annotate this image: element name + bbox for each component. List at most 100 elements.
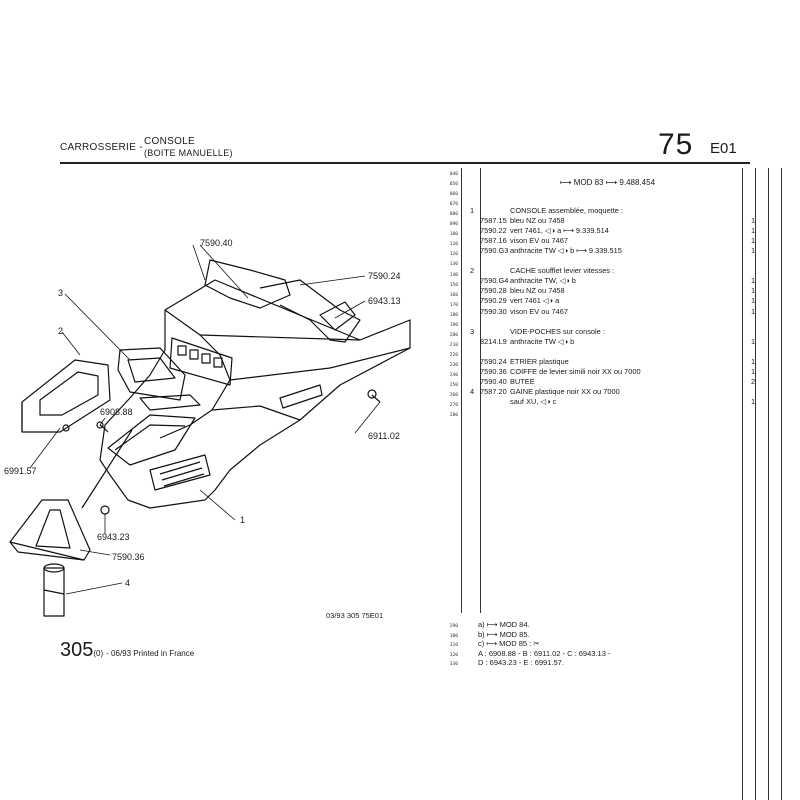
part-quantity: 1 [750, 226, 756, 236]
part-description: anthracite TW, ◁◑ b [510, 276, 576, 286]
part-description: COIFFE de levier simili noir XX ou 7000 [510, 366, 641, 376]
part-quantity: 2 [750, 376, 756, 386]
footer-line-number: 290 [449, 624, 458, 629]
item-number: 4 [470, 386, 475, 396]
part-description: vert 7461 ◁◑ a [510, 296, 560, 306]
part-description: anthracite TW ◁◑ b [510, 336, 575, 346]
part-quantity: 1 [750, 396, 756, 406]
part-quantity: 1 [750, 336, 756, 346]
line-number: 060 [449, 192, 458, 198]
part-quantity: 1 [750, 366, 756, 376]
callout-7590-24: 7590.24 [368, 271, 401, 281]
footer-page: 305(0)- 06/93 Printed in France [60, 639, 194, 662]
mod-note-number: 9.488.454 [619, 178, 656, 187]
part-reference: 7590.40 [480, 376, 507, 386]
header: CARROSSERIE - CONSOLE (BOITE MANUELLE) [60, 136, 740, 166]
line-number: 080 [449, 212, 458, 218]
part-description: CONSOLE assemblée, moquette : [510, 206, 623, 215]
item-number: 1 [470, 206, 475, 215]
part-quantity: 1 [750, 286, 756, 296]
part-reference: 7590.36 [480, 366, 507, 376]
part-description: vison EV ou 7467 [510, 306, 568, 316]
part-reference: 7590.22 [480, 226, 507, 236]
line-number: 050 [449, 182, 458, 188]
mod-arrow-icon: ⟼ [560, 178, 574, 187]
part-description: vert 7461, ◁◑ a ⟼ 9.339.514 [510, 226, 609, 236]
exploded-diagram [9, 244, 411, 617]
item-number: 3 [470, 326, 475, 336]
part-reference: 7590.30 [480, 306, 507, 316]
part-reference: 7590.28 [480, 286, 507, 296]
part-reference: 7587.16 [480, 236, 507, 246]
col-rule-e [768, 168, 769, 800]
section-label: CARROSSERIE - [60, 142, 143, 153]
mod-note: ⟼ MOD 83 ⟼ 9.488.454 [560, 178, 655, 187]
line-number: 230 [449, 362, 458, 368]
line-number: 180 [449, 312, 458, 318]
part-quantity: 1 [750, 246, 756, 256]
line-number: 240 [449, 373, 458, 378]
col-rule-f [781, 168, 782, 800]
diagram-reference: 03/93 305 75E01 [326, 611, 384, 620]
item-number: 2 [470, 266, 475, 276]
part-description: CACHE soufflet levier vitesses : [510, 266, 615, 276]
line-number: 070 [449, 202, 458, 208]
part-quantity: 1 [750, 236, 756, 246]
line-number: 170 [449, 302, 458, 308]
callout-3: 3 [58, 288, 64, 298]
line-number: 120 [449, 252, 458, 258]
part-description: VIDE-POCHES sur console : [510, 326, 605, 336]
footnote: c) ⟼ MOD 85 : ✂ [478, 639, 540, 648]
part-quantity: 1 [750, 356, 756, 366]
part-quantity: 1 [750, 306, 756, 316]
part-description: sauf XU, ◁◑ c [510, 396, 557, 406]
part-reference: 7590.24 [480, 356, 507, 366]
title-line-1: CONSOLE [144, 136, 196, 147]
console-body [99, 279, 411, 509]
callout-6908-88: 6908.88 [100, 407, 133, 417]
part-reference: 7590.G3 [480, 246, 509, 256]
col-rule-d [755, 168, 756, 800]
callout-2: 2 [58, 326, 64, 336]
callout-1: 1 [240, 515, 246, 525]
line-number: 220 [449, 352, 458, 358]
group-number: 75 [658, 128, 694, 161]
line-number: 110 [449, 242, 458, 248]
footer-line-number: 310 [449, 643, 458, 648]
footer-page-number: 305 [60, 639, 94, 661]
part-description: anthracite TW ◁◑ b ⟼ 9.339.515 [510, 246, 622, 256]
part-description: bleu NZ ou 7458 [510, 286, 565, 296]
line-number: 260 [449, 393, 458, 399]
part-description: BUTEE [510, 376, 535, 386]
line-number: 270 [449, 403, 458, 409]
part-description: bleu NZ ou 7458 [510, 216, 565, 226]
part-reference: 7587.15 [480, 216, 507, 226]
line-number: 100 [449, 232, 458, 238]
line-number: 150 [449, 282, 458, 288]
footnote: A : 6908.88 - B : 6911.02 - C : 6943.13 … [478, 648, 611, 658]
part-reference: 7590.29 [480, 296, 507, 306]
line-number: 210 [449, 342, 458, 348]
callout-6943-13: 6943.13 [368, 296, 401, 306]
mod-arrow-icon-2: ⟼ [603, 178, 620, 187]
callout-6911-02: 6911.02 [368, 431, 400, 441]
callout-4: 4 [125, 578, 131, 588]
title-line-2: (BOITE MANUELLE) [144, 148, 233, 158]
col-rule-c [742, 168, 743, 800]
part-reference: 8214.L9 [480, 336, 507, 346]
footnote: b) ⟼ MOD 85. [478, 629, 530, 639]
tray-3 [117, 347, 186, 401]
col-rule-b [480, 168, 481, 613]
line-number: 200 [449, 332, 458, 338]
footer-line-number: 330 [449, 662, 458, 667]
line-number: 190 [449, 322, 458, 328]
callout-7590-40: 7590.40 [200, 238, 233, 248]
part-reference: 7590.G4 [480, 276, 509, 286]
mod-note-label: MOD 83 [573, 178, 604, 187]
footer-line-number: 300 [449, 633, 458, 639]
part-description: vison EV ou 7467 [510, 236, 568, 246]
line-number: 040 [449, 172, 458, 177]
part-description: ETRIER plastique [510, 356, 569, 366]
footnote: D : 6943.23 - E : 6991.57. [478, 658, 564, 667]
sleeve [43, 567, 65, 617]
